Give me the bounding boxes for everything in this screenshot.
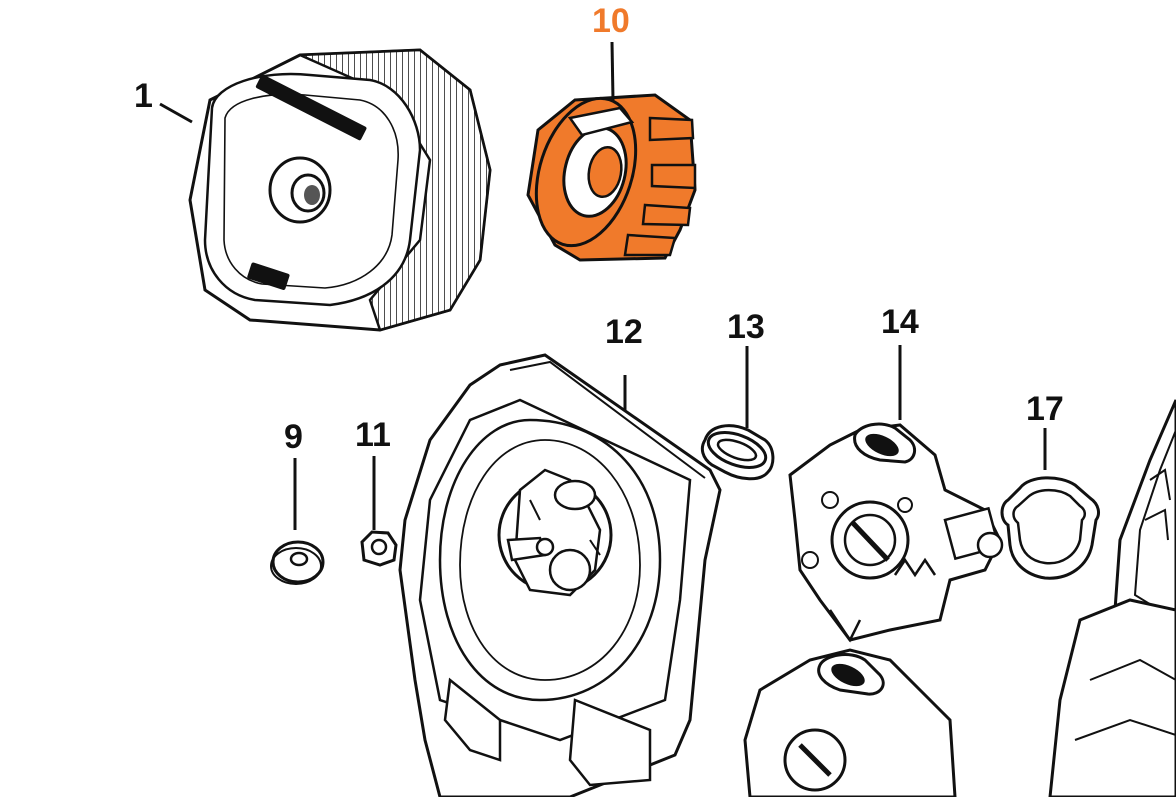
saw-housing-partial-icon — [1048, 399, 1176, 797]
carburetor-icon[interactable] — [788, 345, 1004, 643]
callout-14[interactable]: 14 — [881, 303, 919, 341]
callout-10[interactable]: 10 — [592, 2, 630, 40]
callout-9[interactable]: 9 — [284, 418, 303, 456]
filter-insert-sleeve-icon[interactable] — [519, 41, 697, 262]
callout-12[interactable]: 12 — [605, 313, 643, 351]
grommet-icon[interactable] — [700, 346, 775, 481]
callout-13[interactable]: 13 — [727, 308, 765, 346]
air-filter-icon[interactable] — [159, 48, 492, 332]
nut-icon[interactable] — [360, 456, 398, 567]
washer-icon[interactable] — [270, 458, 325, 585]
callout-17[interactable]: 17 — [1026, 390, 1064, 428]
carburetor-partial-icon — [743, 648, 957, 797]
callout-11[interactable]: 11 — [355, 416, 391, 454]
carburetor-box-base-icon[interactable] — [398, 353, 722, 797]
callout-1[interactable]: 1 — [134, 77, 153, 115]
gasket-icon[interactable] — [1000, 428, 1100, 580]
